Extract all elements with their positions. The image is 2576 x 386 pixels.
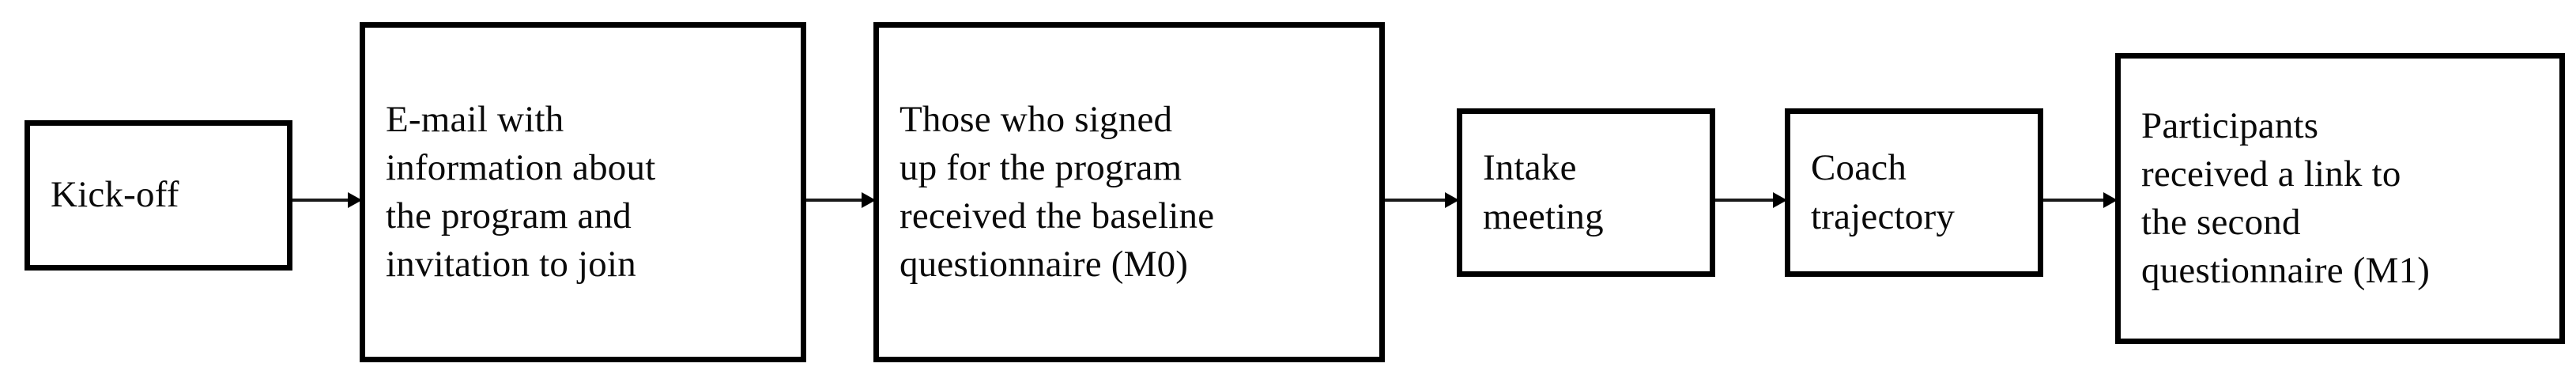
node-second-questionnaire[interactable]: Participants received a link to the seco… [2115,53,2565,344]
node-baseline-questionnaire[interactable]: Those who signed up for the program rece… [873,22,1385,362]
arrow-intake-to-coach [1715,190,1787,210]
node-email-invitation[interactable]: E-mail with information about the progra… [360,22,806,362]
node-coach-trajectory-label: Coach trajectory [1811,147,1956,237]
node-intake-meeting[interactable]: Intake meeting [1457,108,1715,277]
node-email-invitation-label: E-mail with information about the progra… [386,98,656,286]
node-second-questionnaire-label: Participants received a link to the seco… [2141,104,2431,292]
node-intake-meeting-label: Intake meeting [1483,147,1604,237]
node-kick-off-label: Kick-off [51,174,179,216]
node-coach-trajectory[interactable]: Coach trajectory [1785,108,2043,277]
arrow-coach-to-second-questionnaire [2043,190,2118,210]
arrow-email-to-baseline [806,190,876,210]
node-baseline-questionnaire-label: Those who signed up for the program rece… [900,98,1215,286]
arrow-kick-off-to-email [292,190,362,210]
node-kick-off[interactable]: Kick-off [25,120,292,271]
arrow-baseline-to-intake [1385,190,1459,210]
